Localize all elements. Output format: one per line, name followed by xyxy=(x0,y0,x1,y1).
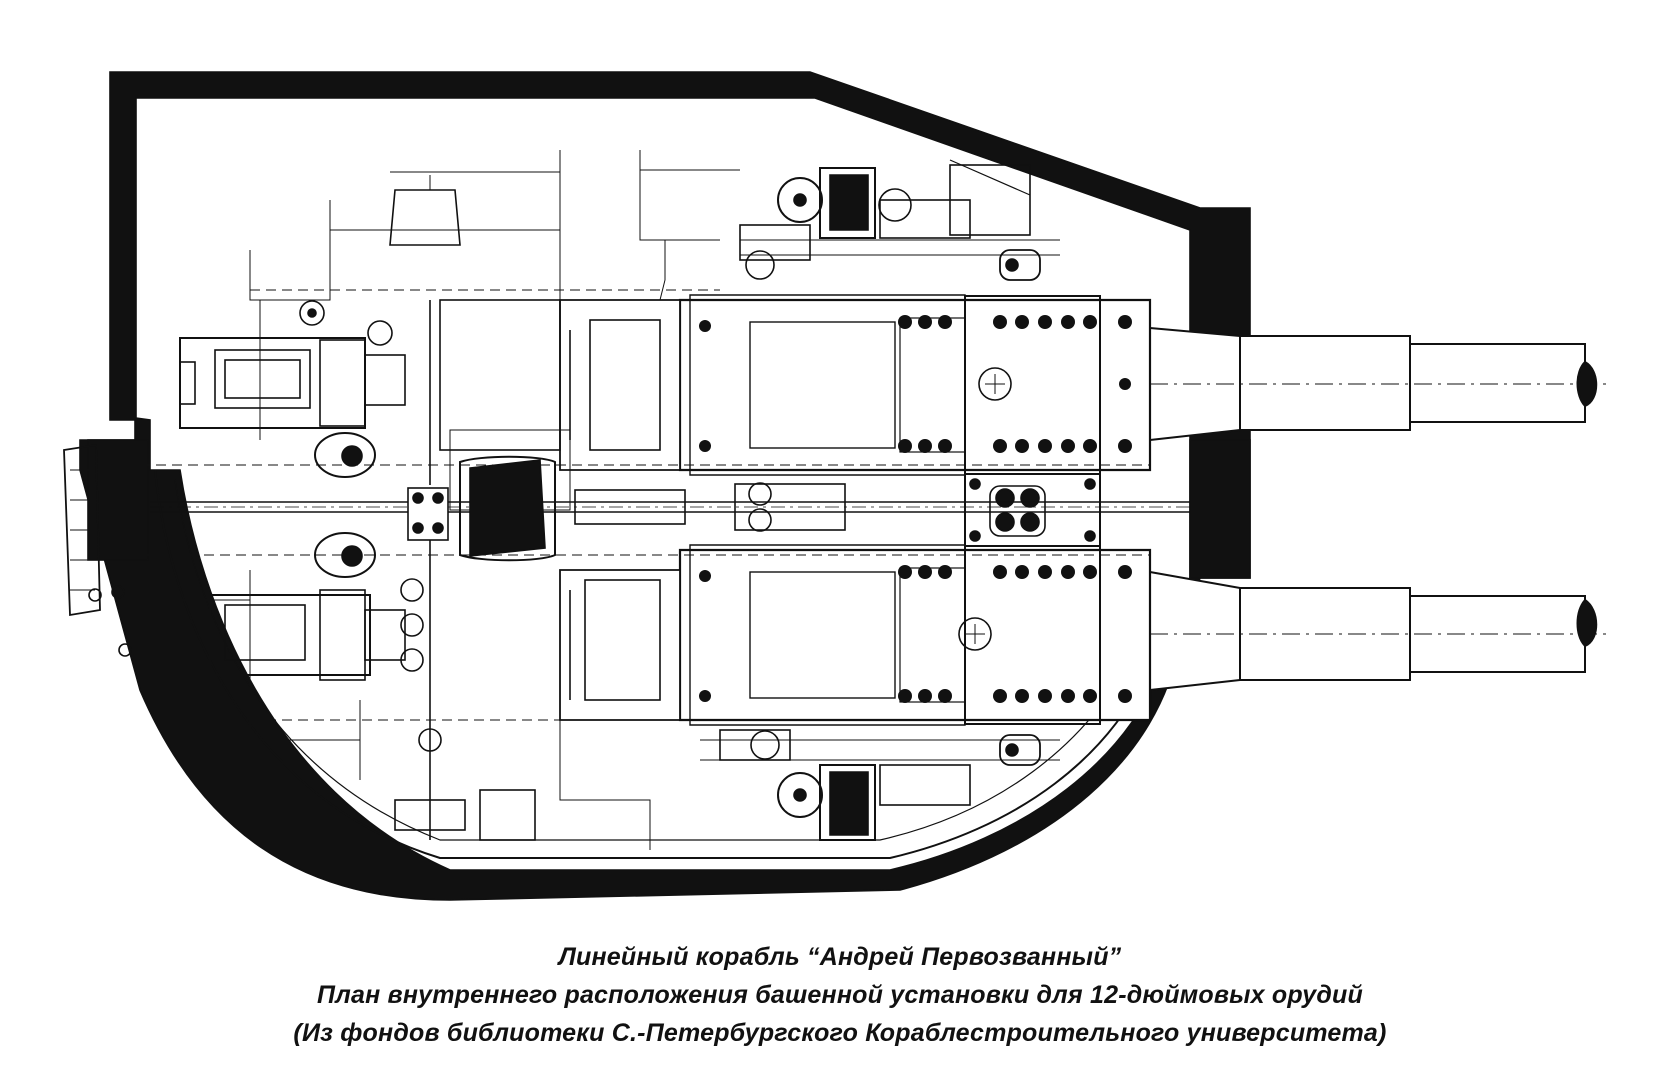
lower-cradle-bolts xyxy=(699,565,1132,703)
caption-source-note: (Из фондов библиотеки С.-Петербургского … xyxy=(293,1019,1387,1047)
lower-elevating-gear xyxy=(700,729,1060,841)
central-rammer-chamber xyxy=(469,459,546,557)
rear-access-hatch xyxy=(63,443,132,657)
rear-wall-lining xyxy=(154,469,1161,859)
upper-gun-barrel xyxy=(1149,326,1610,442)
turret-plan-drawing xyxy=(63,71,1610,901)
rear-wall-lining-inner xyxy=(174,479,1141,841)
caption-plan-title: План внутреннего расположения башенной у… xyxy=(317,981,1363,1009)
construction-lines xyxy=(140,289,1150,721)
center-gear-block xyxy=(964,473,1101,547)
ventilator-fixture xyxy=(389,175,461,246)
turret-armor-wall xyxy=(79,71,1251,901)
upper-pipework xyxy=(249,150,740,440)
upper-loading-mechanism xyxy=(179,299,571,511)
upper-cradle-bolts xyxy=(699,315,1132,453)
central-drive-shaft xyxy=(150,482,1190,532)
upper-elevating-gear xyxy=(739,159,1060,281)
caption-ship-name: Линейный корабль “Андрей Первозванный” xyxy=(558,943,1122,971)
upper-gun-cradle xyxy=(559,294,1152,476)
embrasure-armor-block xyxy=(1189,439,1251,579)
lower-pipework xyxy=(180,570,651,850)
lower-gun-barrel xyxy=(1149,570,1610,692)
lower-gun-cradle xyxy=(559,544,1152,726)
center-valve-stack xyxy=(407,300,449,840)
drawing-caption: Линейный корабль “Андрей Первозванный” П… xyxy=(0,938,1680,1052)
